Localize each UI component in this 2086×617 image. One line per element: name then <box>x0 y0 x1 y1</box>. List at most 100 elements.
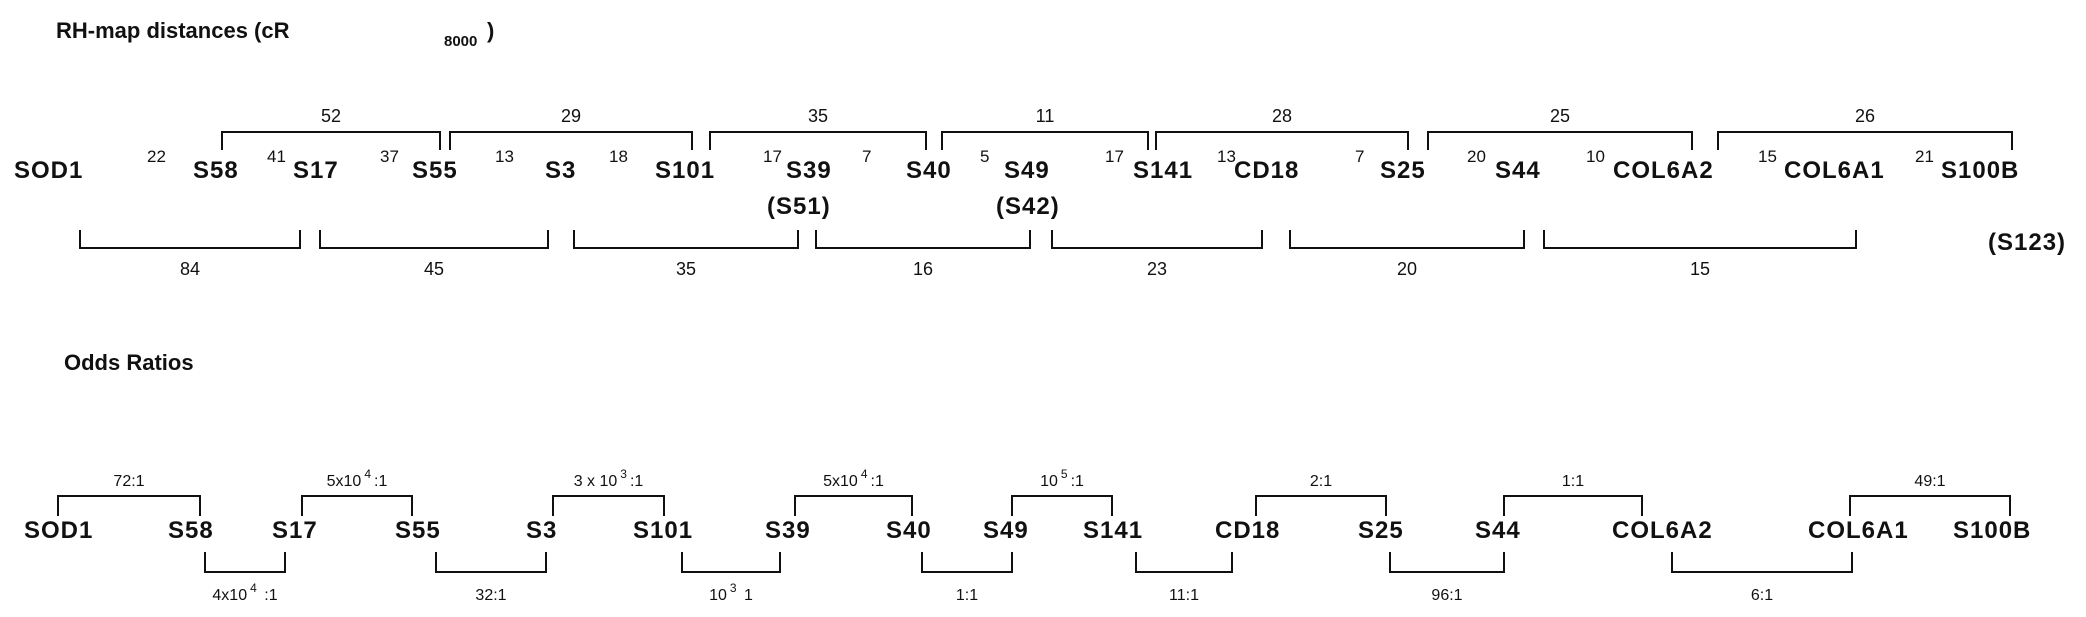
odds-marker-label: S17 <box>272 517 318 544</box>
rh-gap-distance: 17 <box>1105 147 1124 166</box>
odds-marker-label: S25 <box>1358 517 1404 544</box>
odds-bottom-bracket <box>1135 552 1233 573</box>
rh-top-bracket-value: 35 <box>808 106 828 126</box>
rh-marker-label: S101 <box>655 157 715 184</box>
rh-bottom-bracket <box>1289 230 1525 249</box>
rh-marker-label: S3 <box>545 157 576 184</box>
odds-marker-label: S49 <box>983 517 1029 544</box>
rh-marker-label: COL6A1 <box>1784 157 1885 184</box>
odds-bottom-bracket-value: 32:1 <box>475 587 506 604</box>
rh-marker-label: S141 <box>1133 157 1193 184</box>
rh-marker-label: S58 <box>193 157 239 184</box>
odds-marker-label: COL6A2 <box>1612 517 1713 544</box>
rh-gap-distance: 18 <box>609 147 628 166</box>
odds-marker-label: COL6A1 <box>1808 517 1909 544</box>
odds-bottom-bracket <box>204 552 286 573</box>
rh-map-title-text: RH-map distances (cR <box>56 18 290 43</box>
odds-marker-label: S39 <box>765 517 811 544</box>
rh-top-bracket-value: 28 <box>1272 106 1292 126</box>
rh-top-bracket-value: 26 <box>1855 106 1875 126</box>
rh-bottom-bracket <box>1051 230 1263 249</box>
odds-marker-label: S100B <box>1953 517 2031 544</box>
odds-marker-label: S44 <box>1475 517 1521 544</box>
rh-marker-label: S40 <box>906 157 952 184</box>
odds-bottom-bracket <box>921 552 1013 573</box>
odds-top-bracket-value: 2:1 <box>1310 473 1332 490</box>
rh-gap-distance: 7 <box>862 147 871 166</box>
odds-ratios-title: Odds Ratios <box>64 350 194 375</box>
rh-gap-distance: 22 <box>147 147 166 166</box>
rh-gap-distance: 15 <box>1758 147 1777 166</box>
rh-top-bracket <box>221 131 441 150</box>
rh-marker-label: S17 <box>293 157 339 184</box>
odds-marker-label: S55 <box>395 517 441 544</box>
rh-gap-distance: 17 <box>763 147 782 166</box>
rh-bottom-bracket <box>815 230 1031 249</box>
rh-top-bracket <box>1717 131 2013 150</box>
rh-bottom-bracket <box>79 230 301 249</box>
rh-top-bracket <box>449 131 693 150</box>
odds-bottom-bracket-value: 96:1 <box>1431 587 1462 604</box>
rh-top-bracket <box>941 131 1149 150</box>
rh-bottom-bracket <box>1543 230 1857 249</box>
odds-bottom-bracket-value: 1:1 <box>956 587 978 604</box>
rh-bottom-bracket-value: 35 <box>676 259 696 279</box>
rh-marker-label: S55 <box>412 157 458 184</box>
odds-top-bracket-value: 49:1 <box>1914 473 1945 490</box>
odds-top-bracket-value: 1:1 <box>1562 473 1584 490</box>
odds-top-bracket <box>552 495 665 516</box>
rh-gap-distance: 13 <box>495 147 514 166</box>
rh-gap-distance: 13 <box>1217 147 1236 166</box>
odds-bottom-bracket <box>681 552 781 573</box>
odds-top-bracket <box>794 495 913 516</box>
rh-gap-distance: 21 <box>1915 147 1934 166</box>
rh-bottom-bracket-value: 45 <box>424 259 444 279</box>
odds-bottom-bracket <box>1389 552 1505 573</box>
odds-top-bracket <box>1255 495 1387 516</box>
rh-bottom-bracket-value: 16 <box>913 259 933 279</box>
rh-top-bracket <box>1155 131 1409 150</box>
rh-marker-label: SOD1 <box>14 157 83 184</box>
rh-alias-label: (S42) <box>996 193 1060 220</box>
rh-marker-label: S49 <box>1004 157 1050 184</box>
rh-marker-label: S44 <box>1495 157 1541 184</box>
rh-gap-distance: 41 <box>267 147 286 166</box>
odds-bottom-bracket <box>1671 552 1853 573</box>
odds-marker-label: S141 <box>1083 517 1143 544</box>
rh-gap-distance: 20 <box>1467 147 1486 166</box>
rh-top-bracket <box>1427 131 1693 150</box>
rh-marker-label: S25 <box>1380 157 1426 184</box>
odds-marker-label: SOD1 <box>24 517 93 544</box>
odds-bottom-bracket <box>435 552 547 573</box>
rh-marker-label: S100B <box>1941 157 2019 184</box>
rh-alias-labels: (S51) (S42) (S123) <box>767 193 2066 256</box>
rh-bottom-bracket-value: 84 <box>180 259 200 279</box>
odds-top-bracket <box>57 495 201 516</box>
rh-gap-distance: 5 <box>980 147 989 166</box>
rh-gap-distance: 10 <box>1586 147 1605 166</box>
rh-marker-label: CD18 <box>1234 157 1299 184</box>
rh-bottom-bracket-value: 23 <box>1147 259 1167 279</box>
odds-top-bracket <box>1503 495 1643 516</box>
odds-bottom-bracket-value: 6:1 <box>1751 587 1773 604</box>
rh-bottom-bracket <box>573 230 799 249</box>
odds-marker-label: CD18 <box>1215 517 1280 544</box>
rh-alias-label: (S51) <box>767 193 831 220</box>
odds-marker-label: S101 <box>633 517 693 544</box>
rh-alias-label: (S123) <box>1988 229 2066 256</box>
rh-bottom-bracket-value: 20 <box>1397 259 1417 279</box>
odds-top-bracket <box>1849 495 2011 516</box>
